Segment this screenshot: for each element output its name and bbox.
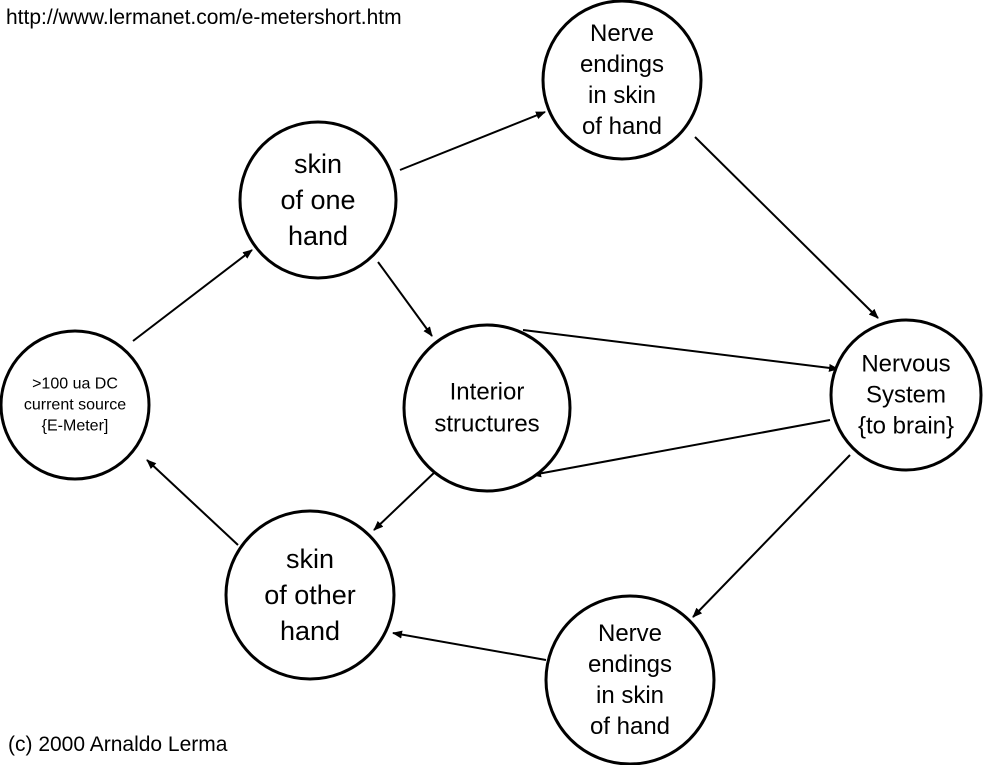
arrow-skin-other-hand-to-emeter [146,459,239,546]
node-label-line: of hand [590,713,670,740]
node-label-line: System [866,382,946,409]
node-label-line: in skin [588,82,656,109]
arrow-emeter-to-skin-one-hand [132,249,253,342]
arrow-nerve-top-to-nervous-system [694,136,879,319]
arrow-skin-one-hand-to-nerve-top [399,111,546,171]
node-circle [224,509,396,681]
node-emeter: >100 ua DC current source {E-Meter] [0,329,151,481]
node-nerve-top: Nerve endings in skin of hand [541,0,703,161]
node-nerve-bottom: Nerve endings in skin of hand [544,594,716,765]
arrow-interior-to-skin-other-hand [373,469,438,531]
arrow-nervous-system-to-interior [531,419,831,478]
node-label-line: {to brain} [858,413,954,440]
arrow-nerve-bottom-to-skin-other-hand [392,630,547,661]
node-label-line: of other [264,580,356,610]
node-circle [402,323,572,493]
node-circle [544,594,716,765]
node-label-line: endings [588,651,672,678]
node-label-line: of one [280,185,355,215]
node-interior: Interior structures [402,323,572,493]
node-label-line: in skin [596,682,664,709]
edges [132,111,879,661]
node-skin-other-hand: skin of other hand [224,509,396,681]
arrow-nervous-system-to-nerve-bottom [692,454,851,618]
node-label-line: of hand [582,113,662,140]
node-circle [238,120,398,280]
node-label-line: Nerve [590,20,654,47]
source-url: http://www.lermanet.com/e-metershort.htm [6,6,402,29]
node-label-line: hand [288,221,348,251]
node-label-line: skin [294,149,342,179]
node-label-line: current source [24,397,126,414]
node-label-line: structures [434,411,539,438]
arrow-skin-one-hand-to-interior [377,261,433,337]
node-label-line: hand [280,616,340,646]
node-skin-one-hand: skin of one hand [238,120,398,280]
node-circle [829,318,983,472]
node-label-line: skin [286,544,334,574]
node-circle [0,329,151,481]
node-label-line: Nerve [598,620,662,647]
node-label-line: {E-Meter] [42,418,109,435]
node-label-line: >100 ua DC [32,376,118,393]
node-label-line: Nervous [861,351,950,378]
node-label-line: Interior [450,379,525,406]
node-label-line: endings [580,51,664,78]
arrow-interior-to-nervous-system [522,329,839,372]
node-circle [541,0,703,161]
copyright-notice: (c) 2000 Arnaldo Lerma [8,733,228,756]
